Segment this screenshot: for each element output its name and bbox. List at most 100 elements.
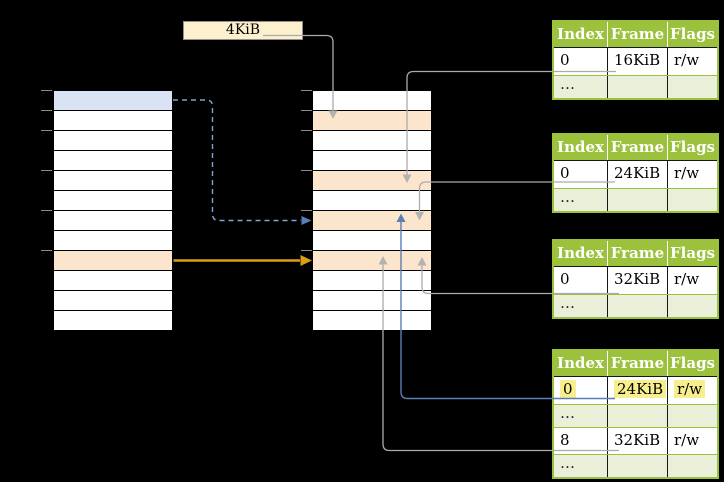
table-cell: … bbox=[554, 295, 608, 317]
table-row-ellipsis: … bbox=[554, 188, 717, 211]
memory-row bbox=[54, 131, 172, 151]
table-cell: 24KiB bbox=[608, 377, 668, 404]
table-cell: 0 bbox=[554, 377, 608, 404]
frame-row-orange bbox=[313, 251, 431, 271]
address-tick bbox=[301, 110, 312, 111]
table-cell bbox=[608, 189, 668, 211]
page-table-4: Index Frame Flags 0 24KiB r/w … 8 32KiB … bbox=[552, 349, 719, 479]
frame-row bbox=[313, 131, 431, 151]
table-row-ellipsis: … bbox=[554, 454, 717, 477]
table-cell: 16KiB bbox=[608, 48, 668, 75]
table-cell: … bbox=[554, 405, 608, 427]
table-header-row: Index Frame Flags bbox=[554, 351, 717, 377]
table-cell bbox=[608, 405, 668, 427]
header-cell: Flags bbox=[670, 354, 715, 372]
table-row-ellipsis: … bbox=[554, 404, 717, 427]
table-cell bbox=[668, 455, 717, 477]
memory-row bbox=[54, 111, 172, 131]
table-row-highlighted: 0 24KiB r/w bbox=[554, 377, 717, 404]
table-cell: r/w bbox=[674, 51, 700, 69]
address-tick bbox=[41, 250, 52, 251]
address-tick bbox=[41, 170, 52, 171]
highlighted-value: 0 bbox=[560, 380, 576, 398]
page-table-2: Index Frame Flags 0 24KiB r/w … bbox=[552, 133, 719, 213]
frame-row bbox=[313, 91, 431, 111]
frame-row bbox=[313, 231, 431, 251]
table-row-ellipsis: … bbox=[554, 294, 717, 317]
header-cell: Index bbox=[554, 22, 608, 47]
memory-row bbox=[54, 291, 172, 311]
memory-row bbox=[54, 311, 172, 330]
table-row-ellipsis: … bbox=[554, 75, 717, 98]
address-tick bbox=[301, 250, 312, 251]
address-tick bbox=[301, 210, 312, 211]
table-cell: 32KiB bbox=[608, 267, 668, 294]
header-cell: Flags bbox=[670, 138, 715, 156]
page-table-1: Index Frame Flags 0 16KiB r/w … bbox=[552, 20, 719, 100]
frame-row bbox=[313, 311, 431, 330]
header-cell: Flags bbox=[670, 244, 715, 262]
table-row: 0 32KiB r/w bbox=[554, 267, 717, 294]
table-cell: 32KiB bbox=[608, 428, 668, 454]
table-cell: r/w bbox=[674, 164, 700, 182]
page-table-3: Index Frame Flags 0 32KiB r/w … bbox=[552, 239, 719, 319]
frame-row-orange bbox=[313, 111, 431, 131]
header-cell: Index bbox=[554, 241, 608, 266]
memory-row-highlight-orange bbox=[54, 251, 172, 271]
table-cell: 24KiB bbox=[608, 161, 668, 188]
header-cell: Index bbox=[554, 135, 608, 160]
table-cell: … bbox=[554, 76, 608, 98]
connector-dashed-blue-mapping bbox=[173, 99, 312, 225]
address-tick bbox=[41, 90, 52, 91]
memory-row bbox=[54, 171, 172, 191]
memory-row bbox=[54, 271, 172, 291]
highlighted-value: r/w bbox=[674, 380, 706, 398]
header-cell: Frame bbox=[608, 241, 668, 266]
frame-row-orange bbox=[313, 211, 431, 231]
address-tick bbox=[301, 170, 312, 171]
table-cell bbox=[608, 295, 668, 317]
header-cell: Frame bbox=[608, 135, 668, 160]
size-label-box: 4KiB bbox=[183, 21, 303, 40]
address-tick bbox=[301, 130, 312, 131]
table-cell bbox=[668, 295, 717, 317]
address-tick bbox=[41, 130, 52, 131]
left-address-column bbox=[53, 90, 173, 331]
header-cell: Flags bbox=[670, 25, 715, 43]
table-cell bbox=[608, 76, 668, 98]
table-header-row: Index Frame Flags bbox=[554, 22, 717, 48]
memory-row bbox=[54, 231, 172, 251]
table-row: 0 16KiB r/w bbox=[554, 48, 717, 75]
frame-row bbox=[313, 191, 431, 211]
header-cell: Index bbox=[554, 351, 608, 376]
table-row: 0 24KiB r/w bbox=[554, 161, 717, 188]
address-tick bbox=[41, 210, 52, 211]
highlighted-value: 24KiB bbox=[614, 380, 667, 398]
table-cell: … bbox=[554, 189, 608, 211]
memory-row bbox=[54, 151, 172, 171]
table-cell: 0 bbox=[554, 161, 608, 188]
table-cell: … bbox=[554, 455, 608, 477]
table-cell: r/w bbox=[674, 431, 700, 449]
header-cell: Frame bbox=[608, 22, 668, 47]
frame-row bbox=[313, 271, 431, 291]
table-cell bbox=[668, 405, 717, 427]
memory-row bbox=[54, 211, 172, 231]
memory-row bbox=[54, 191, 172, 211]
table-cell: r/w bbox=[668, 377, 717, 404]
header-cell: Frame bbox=[608, 351, 668, 376]
frame-row-orange bbox=[313, 171, 431, 191]
connector-orange-mapping bbox=[173, 255, 312, 266]
address-tick bbox=[301, 90, 312, 91]
address-tick bbox=[41, 110, 52, 111]
frame-row bbox=[313, 151, 431, 171]
table-cell: r/w bbox=[674, 270, 700, 288]
table-row: 8 32KiB r/w bbox=[554, 427, 717, 454]
table-cell bbox=[668, 76, 717, 98]
table-header-row: Index Frame Flags bbox=[554, 241, 717, 267]
table-header-row: Index Frame Flags bbox=[554, 135, 717, 161]
table-cell: 0 bbox=[554, 267, 608, 294]
size-label: 4KiB bbox=[225, 22, 261, 38]
table-cell: 8 bbox=[554, 428, 608, 454]
